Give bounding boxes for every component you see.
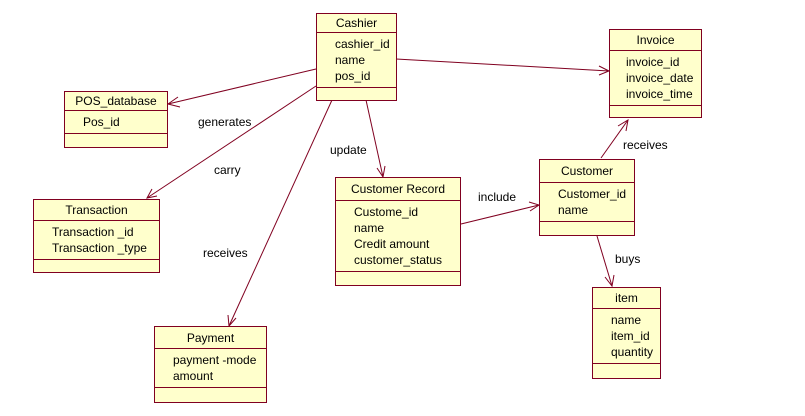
- class-cashier-attributes: cashier_id name pos_id: [317, 33, 396, 88]
- label-buys: buys: [615, 252, 641, 266]
- class-transaction-title: Transaction: [34, 200, 159, 221]
- edge-customer-record-customer: [460, 201, 541, 225]
- class-customer-attributes: Customer_id name: [540, 183, 634, 222]
- attr-item-name: name: [611, 313, 642, 327]
- class-customer-record-title: Customer Record: [336, 178, 460, 201]
- class-customer-record-attributes: Custome_id name Credit amount customer_s…: [336, 201, 460, 272]
- attr-customer-id: Customer_id: [558, 187, 627, 201]
- label-generates: generates: [198, 115, 252, 129]
- edge-customer-invoice: [600, 119, 629, 159]
- label-receives-payment: receives: [203, 246, 248, 260]
- class-pos-database: POS_database Pos_id: [64, 91, 168, 148]
- attr-pos-id: Pos_id: [83, 115, 120, 129]
- attr-customer-name: name: [558, 203, 589, 217]
- class-cashier: Cashier cashier_id name pos_id: [316, 13, 397, 101]
- attr-item-id: item_id: [611, 329, 650, 343]
- class-invoice-title: Invoice: [610, 30, 701, 51]
- attr-transaction-type: Transaction _type: [52, 241, 147, 255]
- attr-cashier-id: cashier_id: [335, 37, 390, 51]
- class-invoice: Invoice invoice_id invoice_date invoice_…: [609, 29, 702, 118]
- class-payment-title: Payment: [155, 327, 266, 349]
- attr-credit-amount: Credit amount: [354, 237, 430, 251]
- edge-cashier-customer-record: [365, 99, 386, 179]
- edge-customer-item: [596, 235, 615, 288]
- class-transaction-attributes: Transaction _id Transaction _type: [34, 221, 159, 260]
- edge-cashier-transaction: [146, 85, 317, 199]
- edge-cashier-invoice: [395, 58, 611, 76]
- class-customer: Customer Customer_id name: [539, 159, 635, 236]
- class-customer-title: Customer: [540, 160, 634, 183]
- attr-payment-mode: payment -mode: [173, 353, 257, 367]
- label-receives-invoice: receives: [623, 138, 668, 152]
- attr-customer-status: customer_status: [354, 253, 443, 267]
- attr-invoice-time: invoice_time: [626, 87, 693, 101]
- attr-cashier-pos-id: pos_id: [335, 69, 371, 83]
- attr-invoice-date: invoice_date: [626, 71, 694, 85]
- class-item-title: item: [593, 288, 660, 309]
- class-transaction: Transaction Transaction _id Transaction …: [33, 199, 160, 273]
- attr-transaction-id: Transaction _id: [52, 225, 134, 239]
- edges: [146, 58, 629, 328]
- attr-payment-amount: amount: [173, 369, 214, 383]
- attr-customer-record-name: name: [354, 221, 385, 235]
- label-include: include: [478, 190, 517, 204]
- class-payment: Payment payment -mode amount: [154, 326, 267, 403]
- attr-cashier-name: name: [335, 53, 366, 67]
- edge-cashier-pos-database: [166, 68, 317, 108]
- class-item: item name item_id quantity: [592, 287, 661, 379]
- label-carry: carry: [214, 163, 241, 177]
- class-invoice-attributes: invoice_id invoice_date invoice_time: [610, 51, 701, 106]
- class-pos-database-attributes: Pos_id: [65, 111, 167, 134]
- class-item-attributes: name item_id quantity: [593, 309, 660, 364]
- class-cashier-title: Cashier: [317, 14, 396, 33]
- label-update: update: [330, 143, 367, 157]
- class-customer-record: Customer Record Custome_id name Credit a…: [335, 177, 461, 286]
- attr-invoice-id: invoice_id: [626, 55, 680, 69]
- attr-item-quantity: quantity: [611, 345, 654, 359]
- class-pos-database-title: POS_database: [65, 92, 167, 111]
- class-payment-attributes: payment -mode amount: [155, 349, 266, 388]
- attr-custome-id: Custome_id: [354, 205, 419, 219]
